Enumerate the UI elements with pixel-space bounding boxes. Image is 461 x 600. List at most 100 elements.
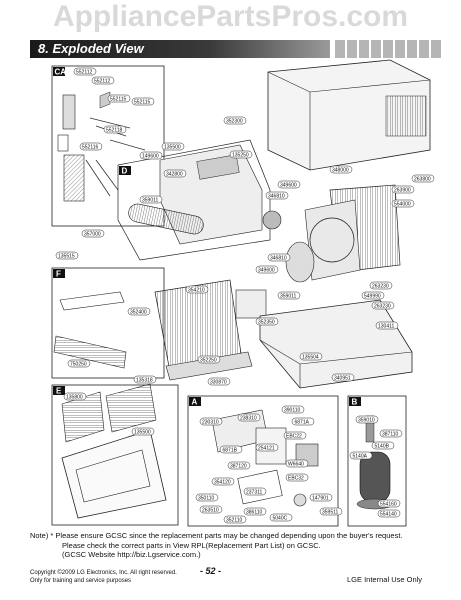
header-tab — [395, 40, 405, 58]
section-header-bar — [30, 40, 330, 58]
part-label: 330870 — [207, 377, 231, 386]
part-label: 352350 — [255, 317, 279, 326]
svg-text:552118: 552118 — [106, 128, 123, 134]
svg-text:EBC22: EBC22 — [286, 434, 302, 440]
part-label: 552118 — [103, 125, 127, 134]
header-tab — [359, 40, 369, 58]
part-labels: 552112 552112 552115 552115 552118 55211… — [55, 67, 435, 524]
svg-text:349600: 349600 — [258, 268, 275, 274]
svg-text:135515: 135515 — [58, 254, 75, 260]
part-label: 552112 — [91, 76, 115, 85]
part-label: 352400 — [127, 307, 151, 316]
svg-text:238310: 238310 — [240, 416, 257, 422]
svg-text:359011: 359011 — [142, 198, 159, 204]
svg-text:352250: 352250 — [200, 358, 217, 364]
part-label: 552112 — [73, 67, 97, 76]
part-label: W6640 — [285, 459, 309, 468]
part-label: 135504 — [299, 352, 323, 361]
part-label: 6871B — [219, 445, 243, 454]
svg-text:359010: 359010 — [358, 418, 375, 424]
box-e-tag: E — [56, 387, 62, 396]
part-label: 135318 — [133, 375, 157, 384]
header-tab — [335, 40, 345, 58]
header-tab — [419, 40, 429, 58]
part-label: 149600 — [139, 151, 163, 160]
page-number: - 52 - — [200, 566, 222, 576]
svg-text:552115: 552115 — [134, 100, 151, 106]
part-label: 552115 — [107, 94, 131, 103]
part-label: 5040C — [269, 513, 293, 522]
replacement-parts-note: Note) * Please ensure GCSC since the rep… — [30, 531, 450, 560]
svg-text:352350: 352350 — [258, 320, 275, 326]
part-label: 349600 — [277, 180, 301, 189]
condenser-assembly — [285, 184, 401, 283]
part-label: 357000 — [81, 229, 105, 238]
part-label: 254121 — [255, 443, 279, 452]
header-tab — [431, 40, 441, 58]
part-label: 263510 — [199, 505, 223, 514]
box-f-tag: F — [56, 270, 61, 279]
part-label: 387110 — [379, 429, 403, 438]
header-tab — [407, 40, 417, 58]
part-label: 359511 — [319, 507, 343, 516]
svg-text:348000: 348000 — [332, 168, 349, 174]
part-label: 750250 — [67, 359, 91, 368]
part-label: 238310 — [237, 413, 261, 422]
part-label: 135800 — [63, 392, 87, 401]
svg-text:W6640: W6640 — [288, 462, 304, 468]
svg-text:352110: 352110 — [226, 518, 243, 524]
note-line-3: (GCSC Website http://biz.Lgservice.com.) — [62, 550, 201, 559]
svg-text:135500: 135500 — [134, 430, 151, 436]
svg-text:554160: 554160 — [380, 502, 397, 508]
svg-text:230310: 230310 — [202, 420, 219, 426]
part-label: 352250 — [197, 355, 221, 364]
part-label: 263230 — [371, 301, 395, 310]
svg-text:350110: 350110 — [198, 496, 215, 502]
svg-text:147901: 147901 — [312, 496, 329, 502]
header-tab — [371, 40, 381, 58]
svg-text:387120: 387120 — [230, 464, 247, 470]
svg-text:346810: 346810 — [268, 194, 285, 200]
part-label: 147901 — [309, 493, 333, 502]
part-label: 350110 — [195, 493, 219, 502]
evaporator-assembly — [154, 279, 267, 381]
svg-text:263230: 263230 — [372, 284, 389, 290]
svg-text:354120: 354120 — [214, 480, 231, 486]
box-ca-tag: CA — [55, 68, 67, 77]
svg-text:386110: 386110 — [246, 510, 263, 516]
part-label: 340951 — [331, 373, 355, 382]
svg-text:554140: 554140 — [380, 512, 397, 518]
base-pan — [259, 299, 413, 389]
svg-text:130411: 130411 — [378, 324, 395, 330]
svg-text:149600: 149600 — [142, 154, 159, 160]
footer-internal-use: LGE Internal Use Only — [347, 575, 423, 584]
note-line-1: Note) * Please ensure GCSC since the rep… — [30, 531, 403, 540]
svg-text:349600: 349600 — [280, 183, 297, 189]
part-label: 348000 — [329, 165, 353, 174]
part-label: 135515 — [55, 251, 79, 260]
svg-text:263230: 263230 — [374, 304, 391, 310]
footer-training: Only for training and service purposes — [30, 578, 132, 584]
box-ca: CA — [51, 65, 165, 227]
part-label: 6871A — [291, 417, 315, 426]
svg-text:346810: 346810 — [270, 256, 287, 262]
box-e: E — [51, 383, 179, 526]
svg-text:352300: 352300 — [226, 119, 243, 125]
svg-text:354210: 354210 — [188, 288, 205, 294]
part-label: 130411 — [375, 321, 399, 330]
box-d: D — [117, 139, 282, 261]
part-label: 359011 — [277, 291, 301, 300]
footer-copyright-block: Copyright ©2009 LG Electronics, Inc. All… — [30, 569, 177, 585]
part-label: 359010 — [355, 415, 379, 424]
part-label: 346810 — [265, 191, 289, 200]
part-label: 359011 — [139, 195, 163, 204]
watermark: AppliancePartsPros.com — [52, 0, 409, 33]
header-tab — [383, 40, 393, 58]
header-tab-stripes — [335, 40, 443, 58]
svg-text:254121: 254121 — [258, 446, 275, 452]
section-title: 8. Exploded View — [38, 41, 144, 56]
part-label: 349600 — [255, 265, 279, 274]
part-label: 237311 — [243, 487, 267, 496]
part-label: 390110 — [281, 405, 305, 414]
